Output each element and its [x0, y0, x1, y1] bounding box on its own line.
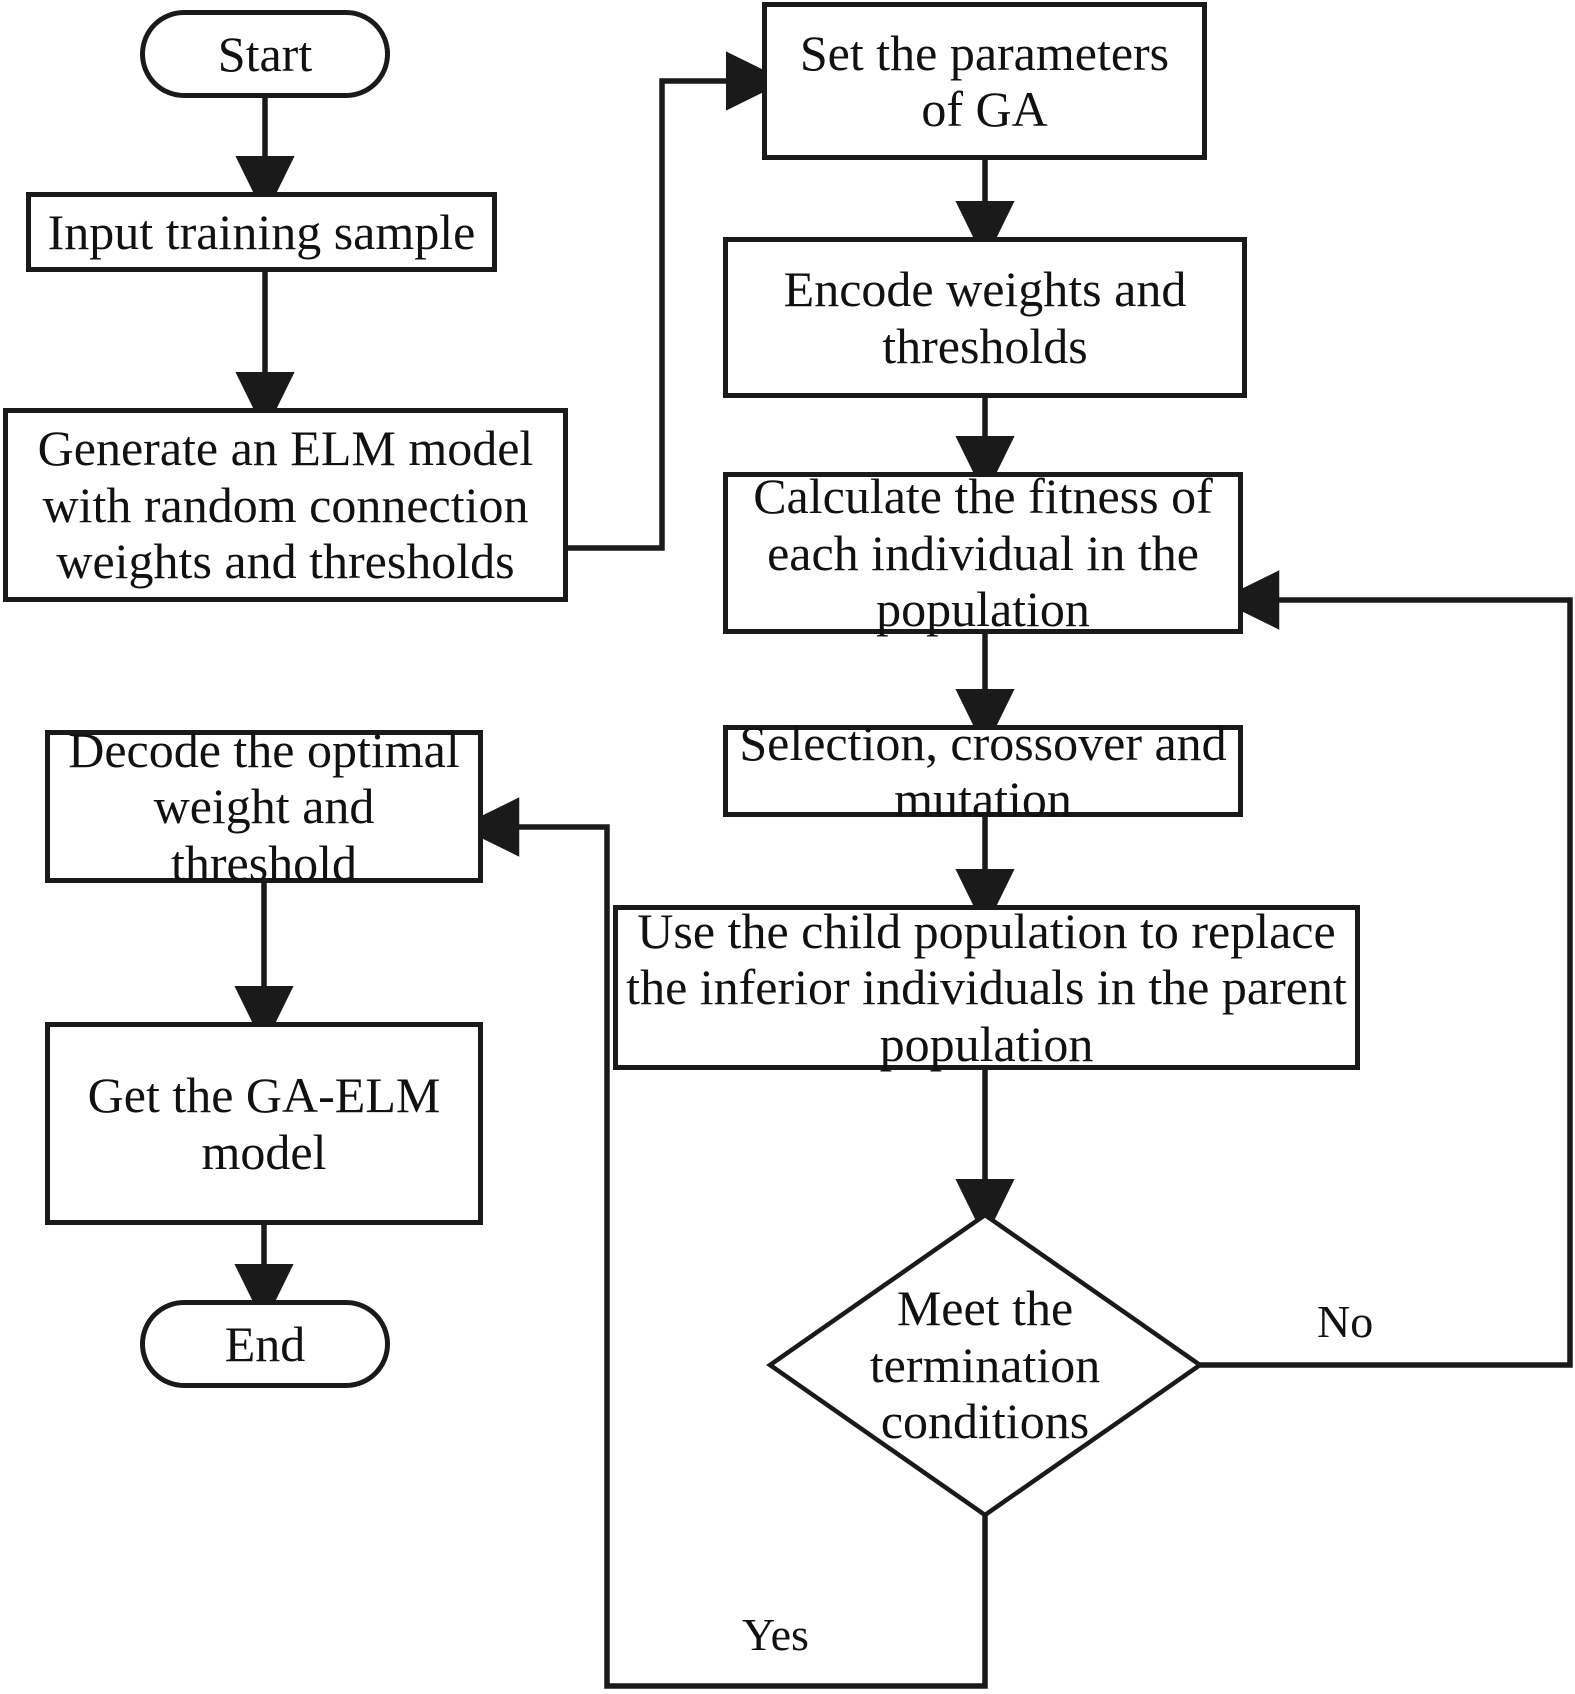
node-replace[interactable]: Use the child population to replace the … [613, 902, 1360, 1072]
node-selection[interactable]: Selection, crossover and mutation [723, 715, 1243, 827]
node-encode-label: Encode weights and thresholds [783, 261, 1187, 374]
node-set-ga-params-label: Set the parameters of GA [799, 24, 1170, 138]
edge-label-yes: Yes [742, 1608, 809, 1661]
edge-label-no: No [1317, 1295, 1373, 1348]
edge-generate-to-setparams [568, 51, 787, 551]
edge-decision-no-to-fitness [1200, 570, 1573, 1368]
node-get-model[interactable]: Get the GA-ELM model [45, 1022, 483, 1225]
node-decision-label: Meet the termination conditions [869, 1280, 1101, 1450]
node-set-ga-params[interactable]: Set the parameters of GA [762, 2, 1207, 160]
edge-decision-yes-to-decode [458, 797, 988, 1689]
edge-label-yes-text: Yes [742, 1609, 809, 1660]
node-end[interactable]: End [140, 1300, 390, 1388]
node-replace-label: Use the child population to replace the … [626, 902, 1347, 1072]
node-decode[interactable]: Decode the optimal weight and threshold [45, 722, 483, 891]
node-generate-elm[interactable]: Generate an ELM model with random connec… [3, 408, 568, 602]
node-end-label: End [224, 1315, 306, 1372]
node-get-model-label: Get the GA-ELM model [87, 1067, 441, 1180]
node-input-sample[interactable]: Input training sample [26, 192, 497, 272]
decision-diamond [766, 1212, 1204, 1518]
node-selection-label: Selection, crossover and mutation [739, 714, 1227, 828]
node-encode[interactable]: Encode weights and thresholds [723, 237, 1247, 398]
node-calc-fitness-label: Calculate the fitness of each individual… [753, 468, 1213, 638]
node-decode-label: Decode the optimal weight and threshold [68, 721, 460, 891]
node-calc-fitness[interactable]: Calculate the fitness of each individual… [723, 468, 1243, 637]
node-generate-elm-label: Generate an ELM model with random connec… [37, 420, 534, 590]
node-decision[interactable]: Meet the termination conditions [805, 1275, 1165, 1455]
edge-label-no-text: No [1317, 1296, 1374, 1347]
node-start-label: Start [217, 25, 313, 82]
node-input-sample-label: Input training sample [47, 203, 476, 260]
node-start[interactable]: Start [140, 10, 390, 98]
